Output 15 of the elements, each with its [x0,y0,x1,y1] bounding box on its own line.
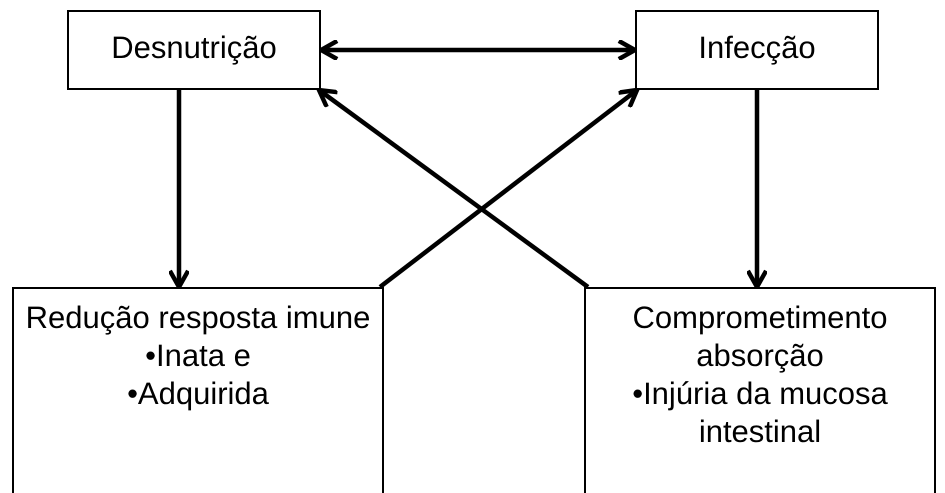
node-title: Comprometimento absorção [632,299,888,375]
text-box [635,10,879,90]
arrow [316,88,590,289]
text-box [584,287,936,493]
text-box [12,287,384,493]
arrow [746,90,768,290]
text-box [67,10,321,90]
node-title: Infecção [698,29,816,67]
arrow [168,90,190,290]
bullet-item: •Inata e [145,337,251,375]
node-title: Redução resposta imune [26,299,370,337]
bullet-item: •Injúria da mucosa intestinal [631,375,889,451]
bullet-item: •Adquirida [127,375,269,413]
arrow [378,88,640,289]
node-title: Desnutrição [111,29,277,67]
